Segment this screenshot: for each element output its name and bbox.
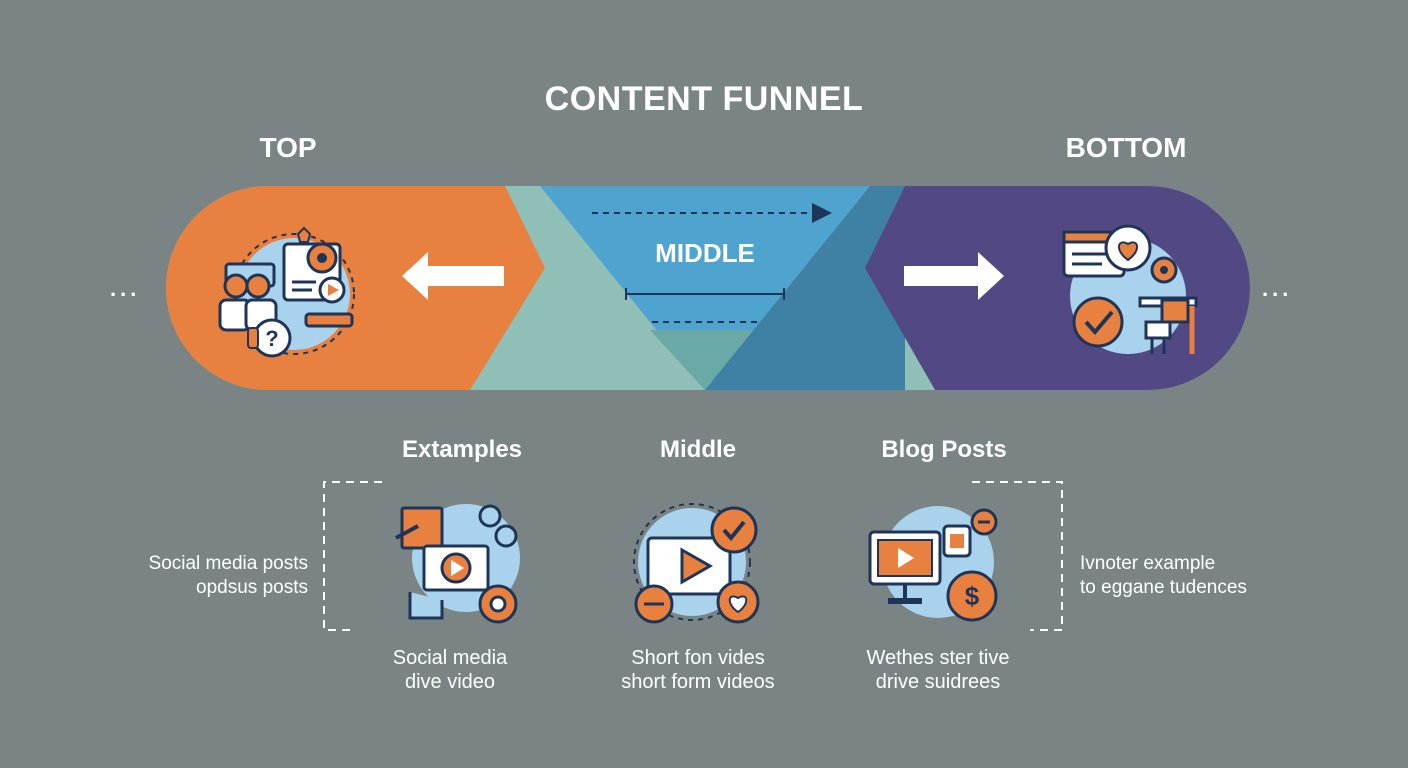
audience-icon: ? xyxy=(218,226,355,358)
ellipsis-left: ... xyxy=(110,276,141,301)
right-dashed-bracket xyxy=(972,481,1063,631)
stage-label-top: TOP xyxy=(259,132,317,163)
ellipsis-right: ... xyxy=(1262,276,1293,301)
left-dashed-bracket xyxy=(323,481,382,631)
side-note-line: opdsus posts xyxy=(196,577,308,598)
blog-dollar-icon: $ xyxy=(868,506,998,622)
arrow-left-icon xyxy=(402,252,504,300)
column-heading-middle: Middle xyxy=(660,436,736,463)
middle-dark-blue-section xyxy=(705,186,905,390)
side-note-left: Social media posts opdsus posts xyxy=(96,552,308,600)
caption-line: drive suidrees xyxy=(875,671,1001,693)
short-video-icon xyxy=(633,503,760,624)
middle-funnel-tip xyxy=(650,330,770,390)
column-caption-middle: Short fon vides short form videos xyxy=(568,646,828,694)
caption-line: short form videos xyxy=(621,671,775,693)
caption-line: dive video xyxy=(404,671,496,693)
column-caption-blog-posts: Wethes ster tive drive suidrees xyxy=(808,646,1068,694)
side-note-right: Ivnoter example to eggane tudences xyxy=(1080,552,1300,600)
middle-funnel-triangle xyxy=(540,186,870,390)
stage-label-bottom: BOTTOM xyxy=(1065,132,1187,163)
column-heading-blog-posts: Blog Posts xyxy=(881,436,1007,463)
engagement-icon xyxy=(1062,224,1198,354)
svg-text:$: $ xyxy=(965,581,980,611)
side-note-line: to eggane tudences xyxy=(1080,577,1247,598)
social-video-icon xyxy=(395,504,520,624)
caption-line: Short fon vides xyxy=(631,647,765,669)
column-heading-examples: Extamples xyxy=(401,436,523,463)
arrow-right-icon xyxy=(904,252,1004,300)
caption-line: Wethes ster tive xyxy=(866,647,1010,669)
caption-line: Social media xyxy=(392,647,508,669)
svg-text:?: ? xyxy=(265,326,278,351)
side-note-line: Social media posts xyxy=(148,553,308,574)
page-title: CONTENT FUNNEL xyxy=(544,80,864,118)
stage-label-middle: MIDDLE xyxy=(655,238,755,268)
side-note-line: Ivnoter example xyxy=(1080,553,1216,574)
column-caption-examples: Social media dive video xyxy=(320,646,580,694)
